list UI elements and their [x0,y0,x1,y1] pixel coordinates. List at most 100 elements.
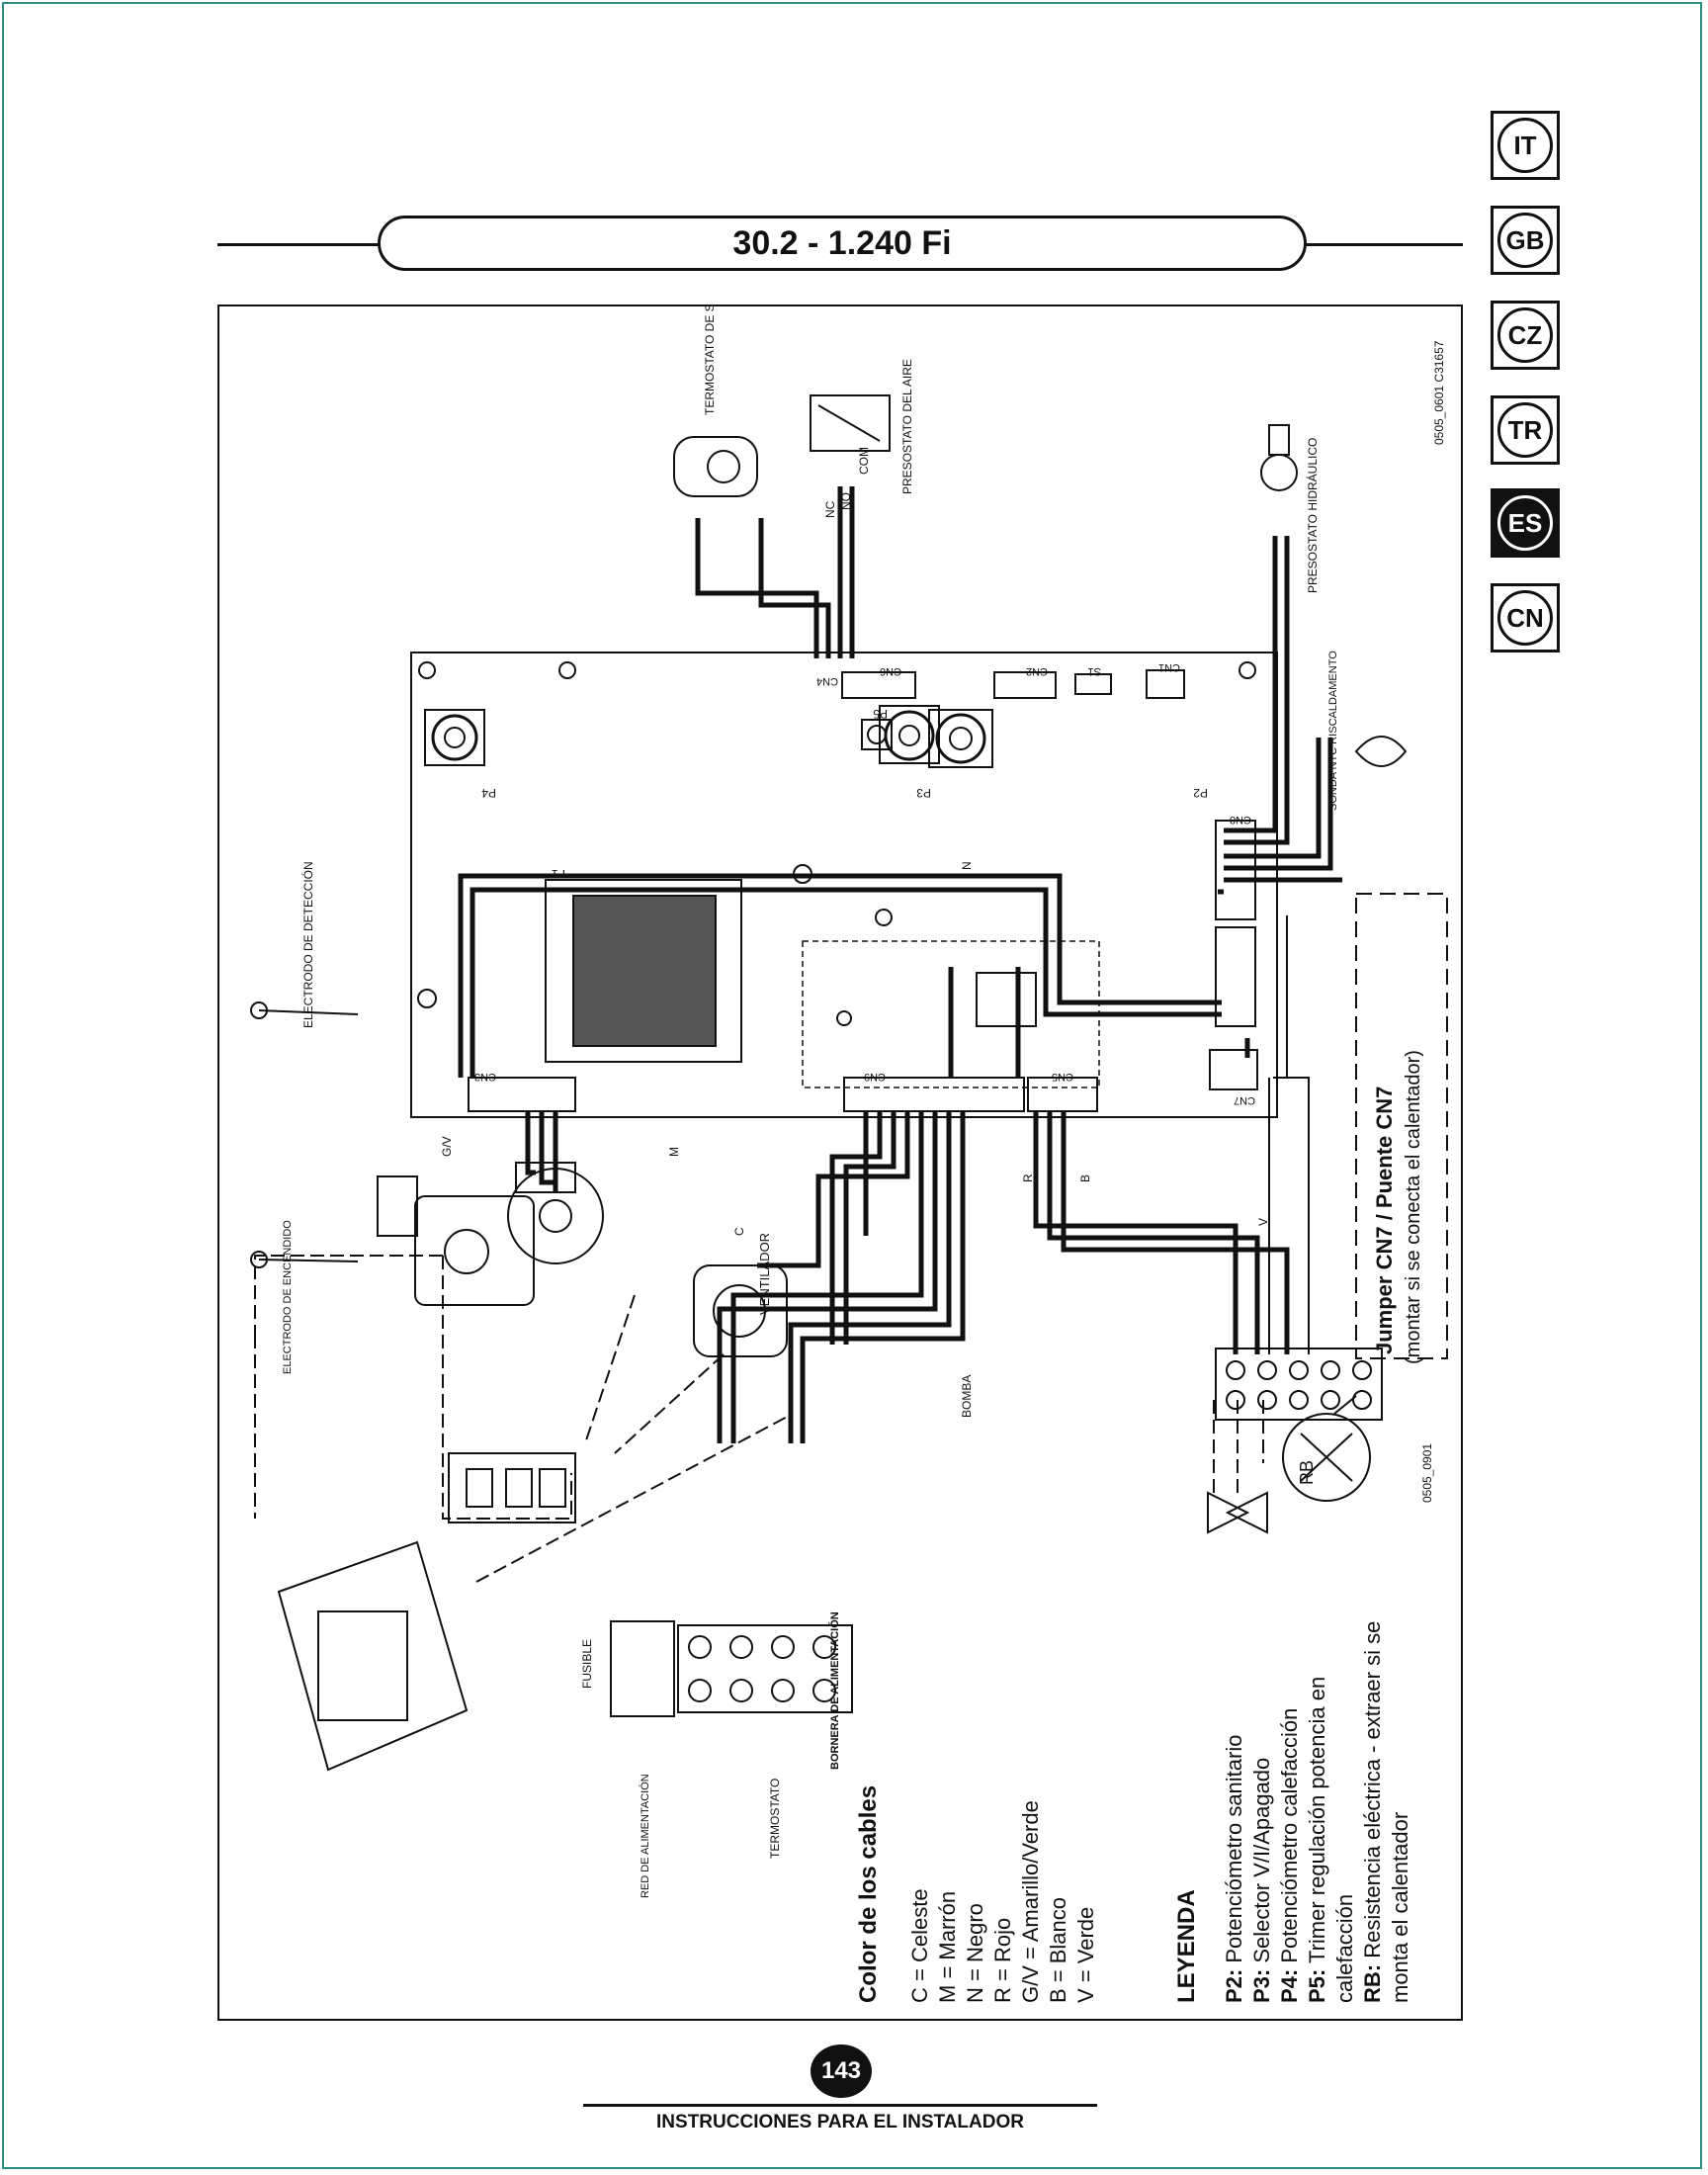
three-way-valve-drawing [1207,1491,1268,1534]
lang-label-tr: TR [1497,402,1553,458]
cn9-connector[interactable] [1215,926,1256,1027]
label-cn5: CN5 [1052,1071,1073,1083]
wiring-diagram-svg: 0505_0601 C31657 0505_0901 TERMOSTATO DE… [250,241,1448,2003]
doc-code-top: 0505_0601 C31657 [1432,340,1446,445]
label-p3: P3 [916,786,931,800]
cable-color-6: V = Verde [1073,1907,1098,2003]
legend-line-6: monta el calentador [1388,1812,1412,2003]
lang-tab-tr[interactable]: TR [1491,395,1560,465]
legend-line-0: P2: Potenciómetro sanitario [1222,1735,1246,2003]
wiring-diagram: 0505_0601 C31657 0505_0901 TERMOSTATO DE… [217,241,1463,2021]
lang-tab-es[interactable]: ES [1491,488,1560,558]
hydraulic-pressure-switch-drawing [1260,424,1298,491]
ignition-transformer-drawing [448,1452,576,1523]
wire-label-gv: G/V [440,1136,454,1157]
label-terminal-board: BORNERA DE ALIMENTACIÓN [828,1611,841,1770]
cn7-jumper-socket[interactable] [1209,1049,1258,1090]
title-rule-left [217,243,380,246]
lang-label-gb: GB [1497,213,1553,268]
cn3-connector[interactable] [468,1077,576,1112]
lang-label-it: IT [1497,118,1553,173]
cable-colors-title: Color de los cables [855,1785,882,2003]
label-pump: BOMBA [960,1375,974,1418]
fan-drawing [507,1162,604,1264]
page-title: 30.2 - 1.240 Fi [378,216,1307,271]
jumper-title: Jumper CN7 / Puente CN7 [1372,1087,1397,1354]
label-ntc-probe: SONDA NTC RISCALDAMENTO [1327,651,1339,811]
legend-line-3: P5: Trimer regulación potencia en [1305,1677,1329,2003]
fuse [610,1620,675,1717]
label-fan: VENTILADOR [757,1233,772,1315]
s1-switch[interactable] [1074,673,1112,695]
wire-label-n: N [960,861,974,870]
lang-label-es: ES [1497,495,1553,551]
doc-code-bottom: 0505_0901 [1420,1443,1434,1503]
wire-label-b: B [1078,1174,1092,1182]
transformer [545,879,742,1063]
ntc-probe-drawing [1354,736,1408,767]
jumper-note: (montar si se conecta el calentador) [1403,1050,1424,1364]
label-mains-supply: RED DE ALIMENTACIÓN [639,1774,651,1898]
legend-line-4: calefacción [1332,1894,1357,2003]
label-cn2: CN2 [1026,665,1048,677]
heat-exchanger-drawing [277,1540,469,1772]
legend-line-5: RB: Resistencia eléctrica - extraer si s… [1360,1621,1385,2003]
wire-label-r: R [1021,1174,1035,1182]
lang-tab-it[interactable]: IT [1491,111,1560,180]
label-s1: S1 [1088,665,1101,677]
label-cn7: CN7 [1234,1094,1255,1106]
cn1-connector[interactable] [1146,669,1185,699]
label-hydraulic-pressure-switch: PRESOSTATO HIDRÁULICO [1305,438,1320,593]
label-cn1: CN1 [1158,661,1180,673]
control-board [410,652,1278,1118]
footer-text: INSTRUCCIONES PARA EL INSTALADOR [656,2112,1024,2132]
lang-tab-cn[interactable]: CN [1491,583,1560,652]
cable-color-2: N = Negro [963,1903,987,2003]
legend-line-2: P4: Potenciómetro calefacción [1277,1708,1302,2003]
label-cn6: CN6 [880,665,901,677]
transformer-core [572,895,717,1047]
page-number: 143 [811,2044,872,2098]
label-air-pressure-switch: PRESOSTATO DEL AIRE [900,359,914,494]
wire-label-no: NO [839,492,853,510]
label-p5: P5 [873,707,888,721]
gas-valve-drawing [377,1175,535,1306]
p4-knob [424,709,485,766]
legend-title: LEYENDA [1173,1889,1200,2003]
air-pressure-switch-drawing [810,394,891,452]
label-cn9: CN9 [864,1071,886,1083]
ignition-electrode-drawing [250,1251,359,1268]
label-fuse: FUSIBLE [580,1639,594,1689]
rb-resistor [1282,1395,1371,1502]
label-f1: F1 [552,867,565,881]
wire-label-m: M [667,1147,681,1157]
wire-label-v: V [1256,1218,1270,1226]
label-cn3: CN3 [474,1071,496,1083]
wire-label-nc: NC [823,500,837,518]
footer-rule [583,2104,1097,2107]
label-ignition-electrode: ELECTRODO DE ENCENDIDO [282,1220,294,1374]
cn2-connector[interactable] [993,671,1057,699]
jumper-cn7-box [1355,893,1448,1359]
lang-label-cz: CZ [1497,307,1553,363]
label-cn4: CN4 [816,675,838,687]
lang-label-cn: CN [1497,590,1553,646]
label-p4: P4 [481,786,496,800]
cable-color-0: C = Celeste [907,1888,932,2003]
label-safety-thermostat: TERMOSTATO DE SEGURIDAD [703,306,717,415]
lang-tab-cz[interactable]: CZ [1491,301,1560,370]
detection-electrode-drawing [250,1001,359,1019]
wire-label-c: C [732,1227,746,1236]
safety-thermostat-drawing [673,436,758,497]
pump-drawing [693,1264,788,1357]
cable-color-5: B = Blanco [1046,1897,1070,2003]
p2-knob [928,709,993,768]
label-detection-electrode: ELECTRODO DE DETECCIÓN [300,861,315,1028]
relay-block [976,972,1037,1027]
cn6-connector[interactable] [841,671,916,699]
lang-tab-gb[interactable]: GB [1491,206,1560,275]
cable-color-1: M = Marrón [935,1891,960,2003]
label-rb: RB [1297,1460,1317,1485]
terminal-block-mains [677,1624,853,1713]
p5-knob [861,719,893,750]
